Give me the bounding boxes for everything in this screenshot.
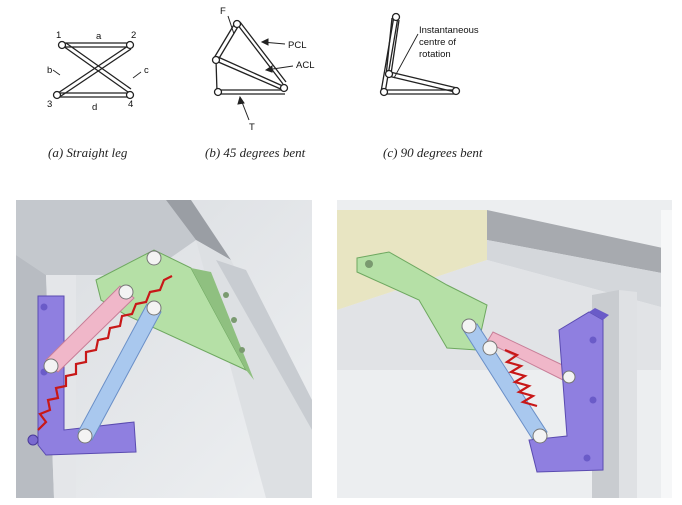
hinge-render-straight [16, 200, 312, 498]
green-bracket [95, 249, 254, 380]
spring [37, 275, 173, 431]
rotation-label: rotation [419, 49, 451, 60]
instantaneous-label: Instantaneous [419, 25, 479, 36]
hinge-straight-drawing [16, 200, 312, 498]
hinge-bent-drawing [337, 200, 672, 498]
tibia-label: T [249, 122, 255, 133]
point-3-label: 3 [47, 99, 52, 110]
spring [504, 348, 538, 408]
point-1-label: 1 [56, 30, 61, 41]
link-b-label: b [47, 65, 52, 76]
schematic-drawings: 1 a 2 b c 3 d 4 [47, 6, 479, 133]
link-d-label: d [92, 102, 97, 113]
point-4-label: 4 [128, 99, 133, 110]
pcl-label: PCL [288, 40, 306, 51]
caption-c: (c) 90 degrees bent [383, 145, 483, 160]
centre-of-label: centre of [419, 37, 456, 48]
pivot-pins [461, 318, 576, 444]
diagram-b-45-degrees [211, 19, 289, 97]
diagram-a-straight-leg [52, 40, 135, 100]
caption-a: (a) Straight leg [48, 145, 128, 160]
pivot-pins [43, 250, 162, 444]
caption-b: (b) 45 degrees bent [205, 145, 306, 160]
purple-bracket [27, 295, 137, 456]
purple-bracket [528, 308, 609, 473]
four-bar-linkage-diagrams: 1 a 2 b c 3 d 4 [0, 0, 682, 195]
hinge-render-bent [337, 200, 672, 498]
diagram-c-90-degrees [379, 12, 461, 97]
point-2-label: 2 [131, 30, 136, 41]
acl-label: ACL [296, 60, 314, 71]
link-a-label: a [96, 31, 102, 42]
link-c-label: c [144, 65, 149, 76]
femur-label: F [220, 6, 226, 17]
